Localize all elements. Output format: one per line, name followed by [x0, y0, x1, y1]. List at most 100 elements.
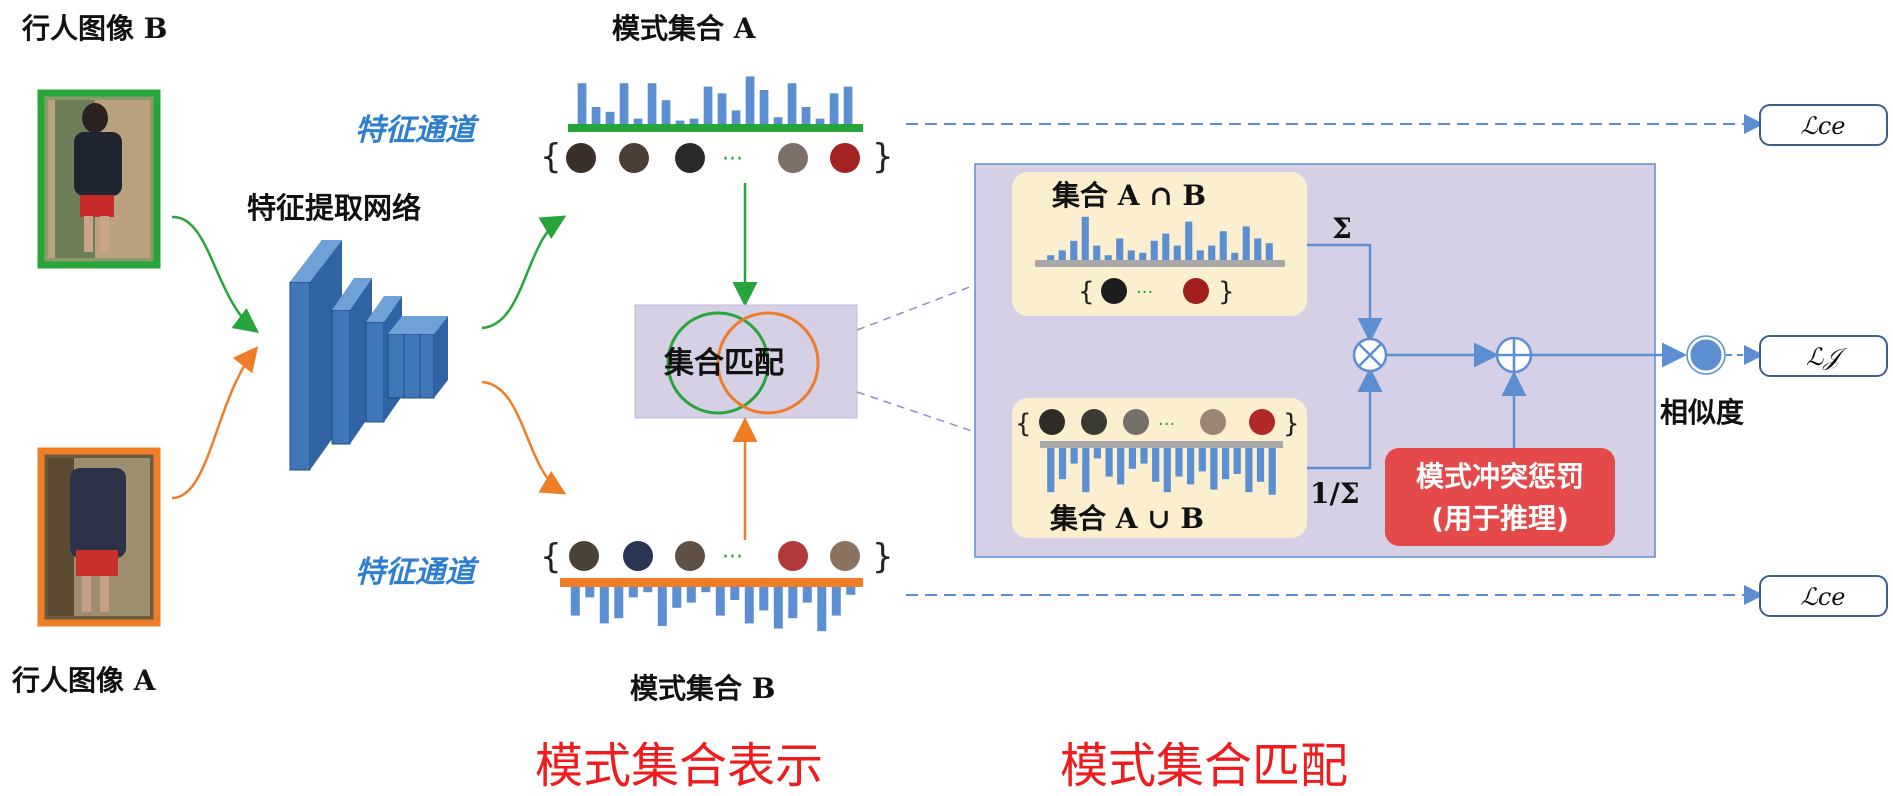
intersection-bar: [1116, 238, 1124, 260]
similarity-node: [1687, 336, 1725, 374]
union-bar: [1058, 448, 1067, 480]
union-label: 集合 A ∪ B: [1049, 502, 1204, 535]
conflict-penalty-line1: 模式冲突惩罚: [1416, 460, 1584, 493]
caption-representation: 模式集合表示: [535, 738, 823, 794]
intersection-bar: [1093, 245, 1101, 260]
pattern-set-b-bar: [802, 587, 812, 603]
sum-symbol: Σ: [1332, 212, 1352, 245]
pattern-set-a-bar: [577, 83, 587, 124]
union-bar: [1268, 448, 1276, 495]
svg-text:{: {: [1078, 277, 1095, 307]
pattern-set-b-bars: [570, 587, 856, 632]
arrow-b-to-backbone: [171, 215, 259, 334]
pattern-set-b-title: 模式集合 B: [630, 672, 775, 705]
pattern-set-b-bar: [570, 587, 580, 616]
set-a-dots: ···: [722, 147, 743, 172]
person-b-label: 行人图像 B: [21, 12, 167, 45]
intersection-panel: 集合 A ∩ B { ··· }: [1012, 172, 1307, 316]
intersection-bar: [1070, 240, 1078, 260]
pattern-set-a-baseline: [568, 124, 863, 132]
pattern-set-b-bar: [831, 587, 841, 616]
pattern-set-a-bar: [829, 93, 839, 124]
pattern-set-a-bar: [787, 83, 797, 124]
pattern-set-b-baseline: [560, 578, 863, 587]
union-panel: { ··· } 集合 A ∪ B: [1012, 398, 1307, 538]
pattern-set-a-bar: [591, 107, 601, 124]
intersection-bar: [1254, 238, 1262, 260]
svg-text:{: {: [540, 537, 562, 577]
pattern-set-a-bar: [759, 90, 769, 124]
pattern-set-b-bar: [773, 587, 783, 629]
intersection-bar: [1150, 240, 1158, 260]
svg-text:{: {: [540, 137, 562, 177]
inv-sum-symbol: 1/Σ: [1310, 477, 1360, 510]
union-bar: [1222, 448, 1230, 480]
backbone-label: 特征提取网络: [247, 191, 421, 225]
intersection-bar: [1265, 243, 1273, 260]
svg-text:}: }: [872, 537, 894, 577]
union-bar: [1093, 448, 1101, 459]
union-dots: ···: [1158, 414, 1175, 435]
pattern-set-a-bars: [577, 76, 853, 124]
intersection-bar: [1242, 226, 1250, 260]
union-bar: [1198, 448, 1206, 472]
svg-text:}: }: [872, 137, 894, 177]
pattern-set-b-bar: [686, 587, 696, 603]
pattern-set-b-bar: [788, 587, 798, 619]
intersection-bar: [1127, 250, 1135, 260]
pattern-set-a-bar: [801, 107, 811, 124]
conflict-penalty-line2: (用于推理): [1431, 502, 1569, 535]
intersection-bar: [1058, 250, 1066, 260]
svg-text:}: }: [1283, 409, 1300, 439]
pattern-set-b-bar: [657, 587, 667, 626]
intersection-label: 集合 A ∩ B: [1051, 179, 1206, 212]
pattern-set-b-bar: [744, 587, 754, 624]
svg-text:}: }: [1218, 277, 1235, 307]
pattern-set-a-bar: [619, 83, 629, 124]
pattern-set-a-bar: [661, 100, 671, 124]
set-matching-box: 集合匹配: [634, 304, 858, 419]
union-bar: [1256, 448, 1265, 482]
pattern-set-a-title: 模式集合 A: [612, 12, 757, 45]
union-bar: [1152, 448, 1160, 482]
set-matching-label: 集合匹配: [663, 346, 784, 381]
intersection-bar: [1208, 245, 1216, 260]
union-bar: [1187, 448, 1195, 485]
union-bar: [1163, 448, 1171, 493]
intersection-bar: [1196, 250, 1204, 260]
pattern-set-b-bar: [701, 587, 711, 593]
pattern-set-a-bar: [605, 111, 615, 124]
pattern-set-b-patches: { ··· }: [540, 537, 894, 577]
zoom-line-bottom: [856, 391, 976, 433]
pattern-set-a-bar: [675, 120, 685, 124]
union-bar: [1245, 448, 1253, 493]
union-bar: [1233, 448, 1241, 474]
intersection-bar: [1173, 245, 1181, 260]
union-bar: [1175, 448, 1183, 477]
intersection-bar: [1219, 231, 1227, 260]
pattern-set-a-bar: [773, 117, 783, 124]
set-b-dots: ···: [722, 545, 743, 570]
add-node: [1495, 336, 1533, 374]
intersection-bar: [1081, 216, 1089, 260]
loss-box-mid: ℒ𝒥: [1759, 335, 1888, 377]
cnn-backbone-icon: [289, 240, 448, 471]
pattern-set-b-bar: [672, 587, 682, 608]
pattern-set-b-bar: [628, 587, 638, 598]
pattern-set-a-bar: [815, 118, 825, 124]
pattern-set-b-bar: [614, 587, 624, 619]
loss-box-bottom: ℒce: [1759, 575, 1888, 617]
pattern-set-a-bar: [843, 86, 853, 124]
pattern-set-a-bar: [647, 83, 657, 124]
feature-channel-bottom-label: 特征通道: [355, 555, 480, 590]
pattern-set-b-bar: [599, 587, 609, 624]
pattern-set-b-bar: [643, 587, 653, 593]
person-a-label: 行人图像 A: [11, 664, 157, 697]
pattern-set-a-patches: { ··· }: [540, 137, 894, 177]
union-bar: [1117, 448, 1125, 485]
intersection-bar: [1047, 255, 1055, 260]
pattern-set-b-bar: [585, 587, 595, 598]
union-bar: [1047, 448, 1055, 493]
pattern-set-b-bar: [715, 587, 725, 616]
